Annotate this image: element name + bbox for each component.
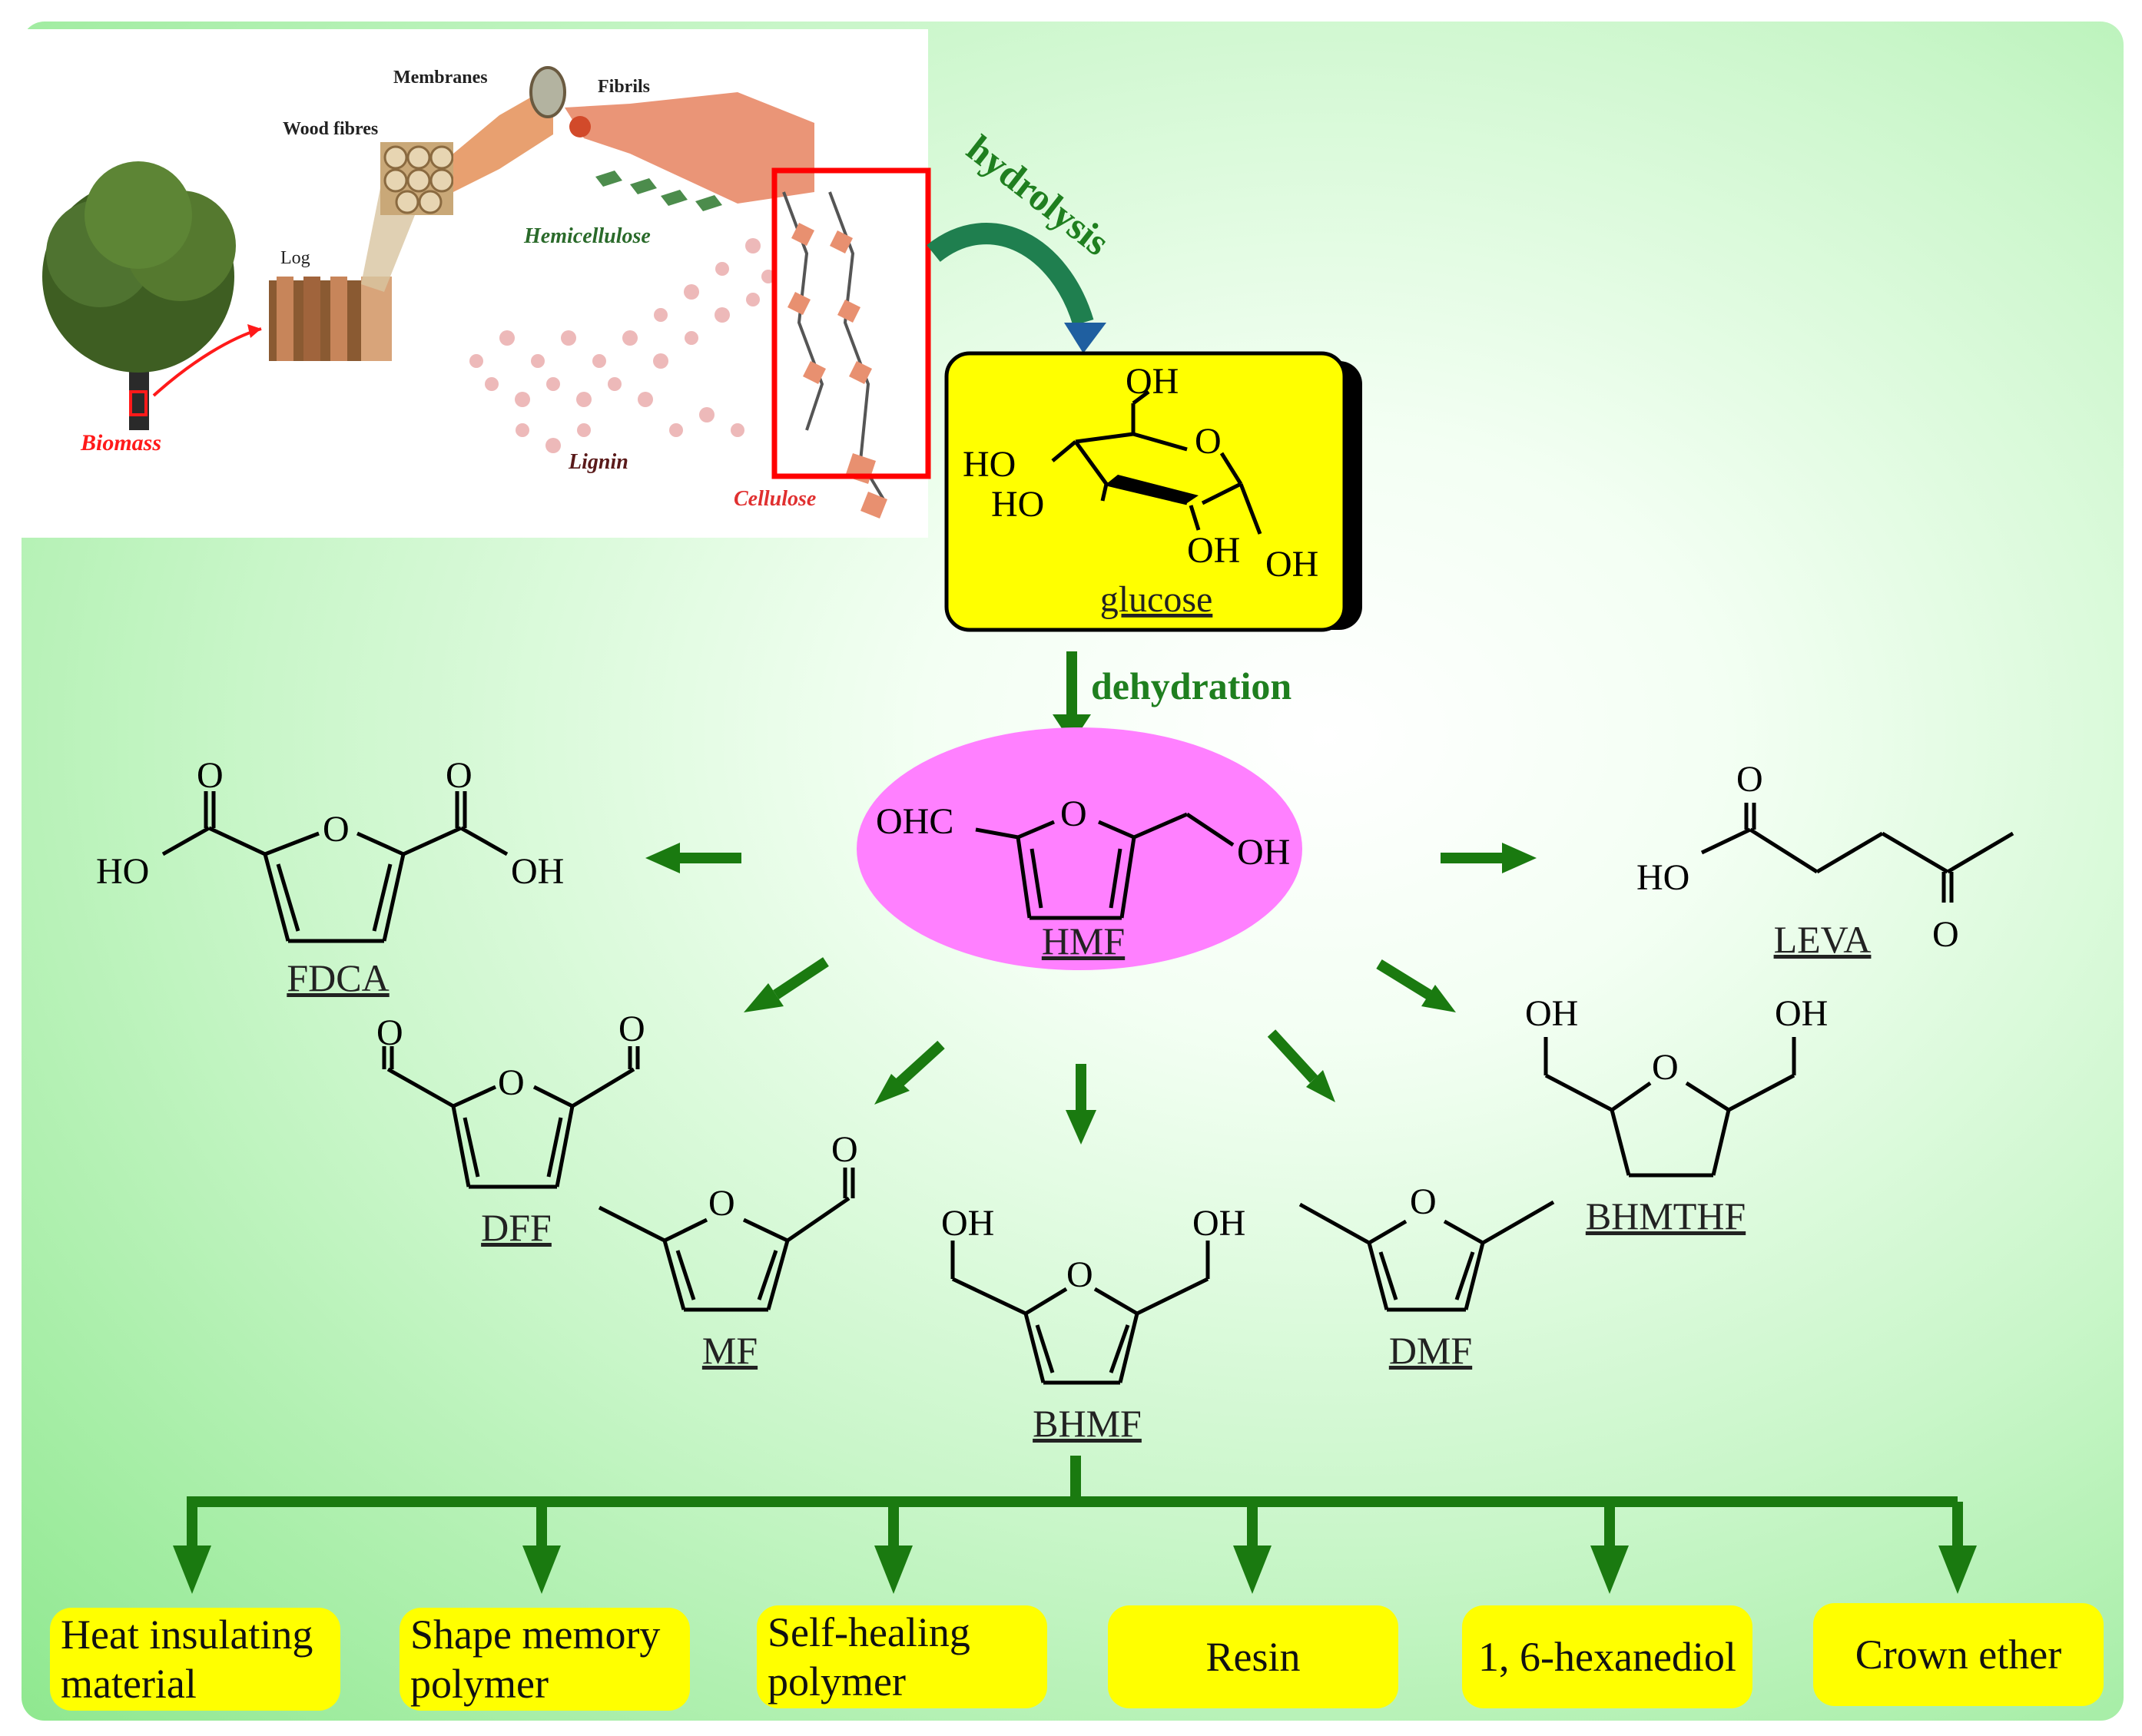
app-label-self-healing: Self-healing polymer	[768, 1609, 970, 1705]
membranes-icon	[453, 84, 553, 192]
app-label-crown-ether: Crown ether	[1855, 1632, 2062, 1678]
cellulose-highlight-frame	[771, 167, 931, 479]
fdca-o-left: O	[197, 755, 224, 796]
arrowhead-bhmthf	[1421, 985, 1456, 1012]
dff-structure	[382, 1046, 640, 1189]
mf-label: MF	[702, 1329, 758, 1372]
leva-label: LEVA	[1774, 918, 1872, 961]
app-label-resin: Resin	[1205, 1634, 1301, 1680]
dmf-ring-o: O	[1410, 1181, 1437, 1222]
bhmthf-oh-right: OH	[1775, 993, 1828, 1034]
membranes-end	[529, 66, 566, 118]
hydrolysis-arrowhead	[1064, 323, 1106, 353]
bhmthf-ring-o: O	[1652, 1047, 1679, 1088]
glucose-structure	[1051, 390, 1262, 535]
label-fibrils: Fibrils	[598, 77, 650, 97]
label-cellulose: Cellulose	[734, 487, 816, 511]
bhmf-oh-right: OH	[1192, 1203, 1245, 1244]
label-dehydration: dehydration	[1091, 664, 1292, 707]
dff-o-left: O	[376, 1012, 403, 1053]
dff-ring-o: O	[498, 1062, 525, 1103]
hmf-structure	[975, 812, 1235, 920]
dff-o-right: O	[618, 1009, 645, 1049]
app-box-shape-memory: Shape memory polymer	[400, 1608, 690, 1711]
label-log: Log	[280, 248, 310, 268]
glucose-oh-anomeric: OH	[1265, 544, 1318, 585]
hmf-ellipse	[857, 727, 1302, 970]
glucose-wedge	[1106, 475, 1199, 503]
lignin-network-icon	[469, 238, 775, 453]
fdca-oh: OH	[511, 851, 564, 892]
app-box-crown-ether: Crown ether	[1813, 1603, 2104, 1706]
fibrils-node	[569, 116, 591, 137]
log-icon	[269, 277, 392, 361]
tree-to-log-arrowhead	[247, 324, 261, 338]
fdca-ho: HO	[96, 851, 149, 892]
glucose-label: glucose	[1100, 579, 1213, 620]
glucose-oh-bottom: OH	[1187, 530, 1240, 571]
bhmthf-oh-left: OH	[1525, 993, 1578, 1034]
leva-structure	[1700, 803, 2014, 903]
hmf-ring-o: O	[1060, 793, 1087, 834]
arrowhead-fdca	[645, 843, 680, 873]
app-label-hexanediol: 1, 6-hexanediol	[1478, 1634, 1736, 1680]
hmf-ohc: OHC	[876, 801, 953, 842]
hmf-oh: OH	[1237, 832, 1290, 873]
glucose-ho-1: HO	[963, 444, 1016, 485]
arrow-to-dmf	[1267, 1029, 1318, 1083]
label-biomass: Biomass	[80, 430, 161, 456]
app-box-self-healing: Self-healing polymer	[757, 1605, 1047, 1708]
label-hemicellulose: Hemicellulose	[523, 224, 651, 248]
dmf-structure	[1298, 1200, 1555, 1312]
app-box-hexanediol: 1, 6-hexanediol	[1462, 1605, 1752, 1708]
fdca-label: FDCA	[287, 956, 389, 999]
application-arrowheads	[173, 1546, 1977, 1594]
hemicellulose-chain-icon	[595, 171, 722, 211]
arrowhead-dmf	[1306, 1070, 1335, 1102]
arrow-to-dff	[773, 957, 829, 999]
app-box-heat-insulating: Heat insulating material	[50, 1608, 340, 1711]
arrow-to-mf	[895, 1040, 945, 1088]
app-box-resin: Resin	[1108, 1605, 1398, 1708]
hmf-label: HMF	[1042, 919, 1125, 962]
application-tree	[187, 1456, 1963, 1552]
arrowhead-mf	[874, 1074, 910, 1105]
arrowhead-bhmf	[1066, 1110, 1096, 1145]
mf-o-ald: O	[831, 1129, 858, 1170]
arrowhead-dff	[744, 983, 784, 1012]
label-membranes: Membranes	[393, 68, 488, 88]
cellulose-chain-icon	[782, 191, 887, 518]
bhmf-oh-left: OH	[941, 1203, 994, 1244]
bhmf-structure	[950, 1241, 1210, 1385]
arrowhead-leva	[1502, 843, 1537, 873]
mf-structure	[598, 1168, 855, 1312]
fdca-o-right: O	[446, 755, 472, 796]
glucose-ring-o: O	[1195, 421, 1222, 462]
dff-label: DFF	[481, 1206, 552, 1249]
leva-ho: HO	[1636, 857, 1689, 898]
app-label-shape-memory: Shape memory polymer	[410, 1612, 661, 1707]
bhmthf-structure	[1544, 1037, 1796, 1178]
wood-fibres-icon	[380, 142, 454, 215]
fdca-structure	[161, 791, 509, 943]
fdca-ring-o: O	[323, 809, 350, 850]
glucose-oh-top: OH	[1126, 361, 1179, 402]
bhmthf-label: BHMTHF	[1586, 1194, 1746, 1237]
glucose-ho-2: HO	[991, 484, 1044, 525]
label-wood-fibres: Wood fibres	[283, 119, 378, 139]
leva-o-ketone: O	[1932, 914, 1959, 955]
mf-ring-o: O	[708, 1183, 735, 1224]
label-lignin: Lignin	[568, 450, 628, 474]
fibrils-icon	[565, 92, 814, 204]
arrow-to-bhmthf	[1376, 959, 1432, 999]
tree-icon	[42, 161, 236, 430]
app-label-heat-insulating: Heat insulating material	[61, 1612, 313, 1707]
bhmf-ring-o: O	[1066, 1254, 1093, 1295]
dmf-label: DMF	[1389, 1329, 1472, 1372]
bhmf-label: BHMF	[1033, 1402, 1142, 1445]
hydrolysis-arrow	[927, 223, 1094, 326]
leva-o-top: O	[1736, 759, 1763, 800]
